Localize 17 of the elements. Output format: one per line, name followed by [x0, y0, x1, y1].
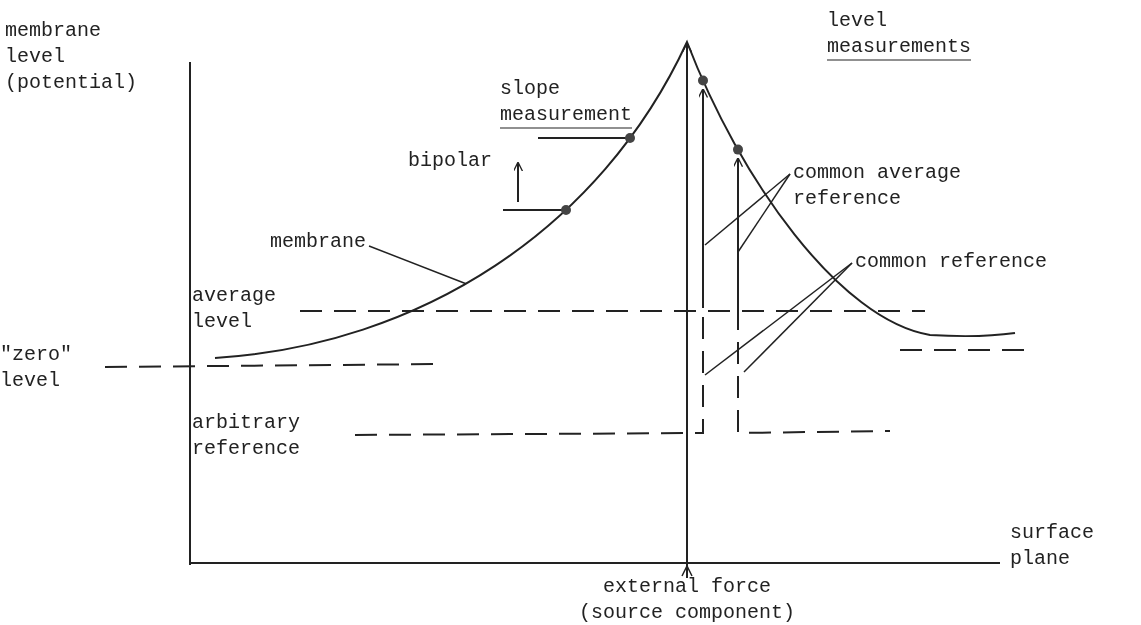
callout-text: common reference: [855, 249, 1096, 275]
leader-line: [743, 262, 853, 373]
axis-label: slope measurement: [500, 76, 632, 128]
axis-label: arbitrary reference: [192, 410, 302, 462]
axis-label: surface plane: [1010, 520, 1095, 572]
leader-line: [704, 173, 791, 246]
axis-label: "zero" level: [0, 342, 73, 394]
callout-text: membrane: [270, 229, 390, 255]
callout-text: common average reference: [793, 160, 973, 212]
axis-label: membrane level (potential): [5, 18, 139, 96]
axis-label: average level: [192, 283, 277, 335]
leader-line: [368, 245, 467, 285]
leader-line: [704, 262, 853, 376]
axis-label: external force (source component): [578, 574, 797, 625]
axis-label: level measurements: [827, 8, 971, 60]
axis-label: bipolar: [408, 148, 493, 174]
leader-line: [737, 173, 791, 253]
